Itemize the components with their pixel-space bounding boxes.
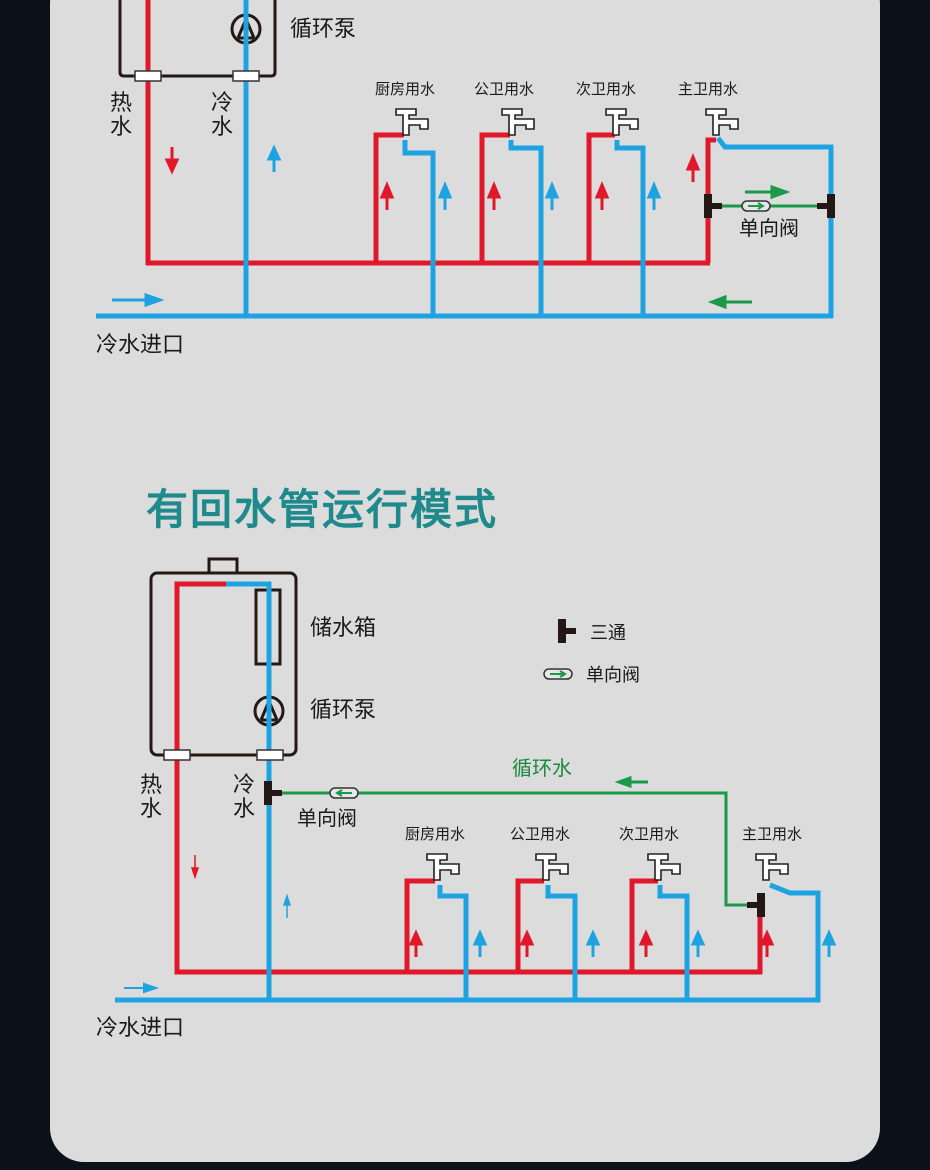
bottom-hot-water-label: 热水 xyxy=(139,773,162,822)
bottom-hot-pipes xyxy=(174,581,763,975)
top-check-valve-label: 单向阀 xyxy=(739,216,799,240)
bottom-fixture-second-bath: 次卫用水 xyxy=(619,825,680,843)
top-hot-water-label: 热水 xyxy=(109,91,132,140)
bottom-fixture-kitchen: 厨房用水 xyxy=(405,825,466,843)
bottom-faucet-master-bath-icon xyxy=(755,853,789,881)
legend-tee-label: 三通 xyxy=(590,623,626,644)
bottom-cold-water-label: 冷水 xyxy=(232,773,255,822)
top-fixture-master-bath: 主卫用水 xyxy=(678,80,739,98)
top-pump-label: 循环泵 xyxy=(290,17,357,42)
top-fixture-public-bath: 公卫用水 xyxy=(474,80,535,98)
top-faucet-master-bath-icon xyxy=(705,108,739,136)
top-cold-pipes xyxy=(96,0,834,319)
bottom-fixture-master-bath: 主卫用水 xyxy=(742,825,803,843)
legend-tee-icon xyxy=(558,619,576,643)
top-faucet-second-bath-icon xyxy=(605,108,639,136)
page-title: 有回水管运行模式 xyxy=(146,485,499,534)
bottom-circulation-pipe xyxy=(280,791,752,907)
top-flow-arrows xyxy=(112,144,791,310)
top-faucet-kitchen-icon xyxy=(395,108,429,136)
bottom-pump-label: 循环泵 xyxy=(310,698,377,723)
top-hot-pipes xyxy=(145,0,716,266)
top-tee-right-icon xyxy=(817,194,835,218)
top-diagram xyxy=(96,0,835,319)
bottom-faucet-kitchen-icon xyxy=(426,853,460,881)
top-faucet-public-bath-icon xyxy=(501,108,535,136)
bottom-diagram xyxy=(115,557,837,1003)
bottom-fixture-public-bath: 公卫用水 xyxy=(510,825,571,843)
top-heater-box xyxy=(118,0,277,78)
bottom-tank-label: 储水箱 xyxy=(310,616,377,641)
top-fixture-kitchen: 厨房用水 xyxy=(375,80,436,98)
legend xyxy=(543,619,576,680)
bottom-cold-pipes xyxy=(115,581,821,1003)
bottom-tee-master-icon xyxy=(747,893,765,917)
bottom-circulating-label: 循环水 xyxy=(512,756,572,780)
top-check-valve-icon xyxy=(741,200,771,212)
top-cold-water-label: 冷水 xyxy=(210,91,233,140)
bottom-faucet-public-bath-icon xyxy=(535,853,569,881)
legend-check-valve-label: 单向阀 xyxy=(586,665,640,686)
bottom-faucet-second-bath-icon xyxy=(647,853,681,881)
bottom-check-valve-icon xyxy=(329,787,359,799)
bottom-heater-box xyxy=(149,571,298,757)
legend-check-valve-icon xyxy=(543,668,573,680)
bottom-check-valve-label: 单向阀 xyxy=(297,806,357,830)
bottom-inlet-label: 冷水进口 xyxy=(96,1016,185,1041)
bottom-flow-arrows xyxy=(124,775,837,994)
bottom-tee-cold-icon xyxy=(264,781,282,805)
top-fixture-second-bath: 次卫用水 xyxy=(576,80,637,98)
top-inlet-label: 冷水进口 xyxy=(96,333,185,358)
top-tee-left-icon xyxy=(704,194,722,218)
